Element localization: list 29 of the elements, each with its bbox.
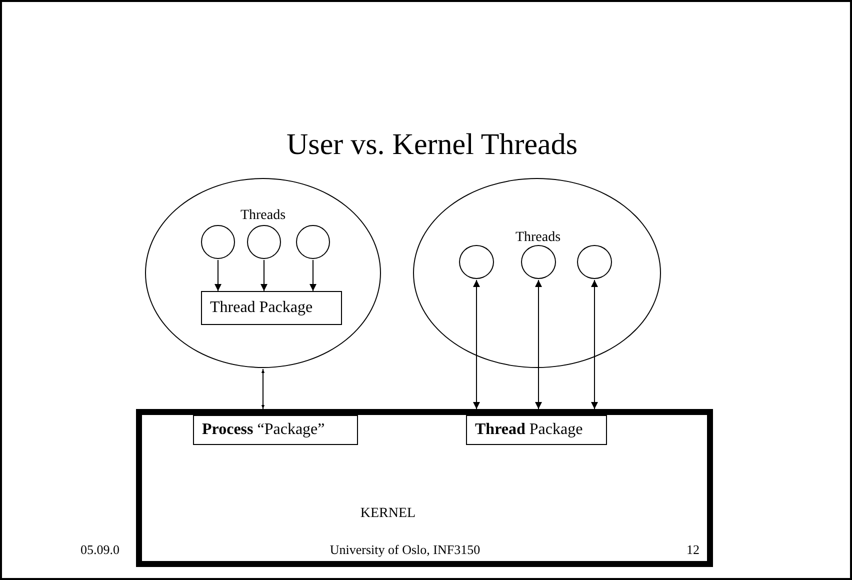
kernel-box [136,409,713,567]
thread-circle [521,245,556,279]
arrow [261,368,265,410]
package-box [466,415,607,445]
arrow [260,260,268,292]
thread-circle [577,245,612,279]
arrow [214,260,222,292]
arrow [473,280,480,410]
process-circle [145,178,381,368]
process-circle [413,178,661,368]
node-label: Threads [515,230,561,246]
thread-circle [296,225,330,259]
slide-title: User vs. Kernel Threads [286,128,578,162]
node-label: Thread Package [210,299,313,317]
arrow [591,280,598,410]
thread-circle [459,245,494,279]
arrow [535,280,542,410]
page-number: 12 [686,542,700,558]
date-footer: 05.09.0 [80,542,120,558]
package-box [201,291,342,325]
footer-text: University of Oslo, INF3150 [330,542,480,558]
node-label: Threads [240,208,286,224]
node-label: Process “Package” [202,421,325,439]
thread-circle [247,225,281,259]
node-label: KERNEL [360,506,416,522]
arrow [310,260,316,292]
package-box [193,415,358,445]
thread-circle [201,225,235,259]
node-label: Thread Package [475,421,583,439]
